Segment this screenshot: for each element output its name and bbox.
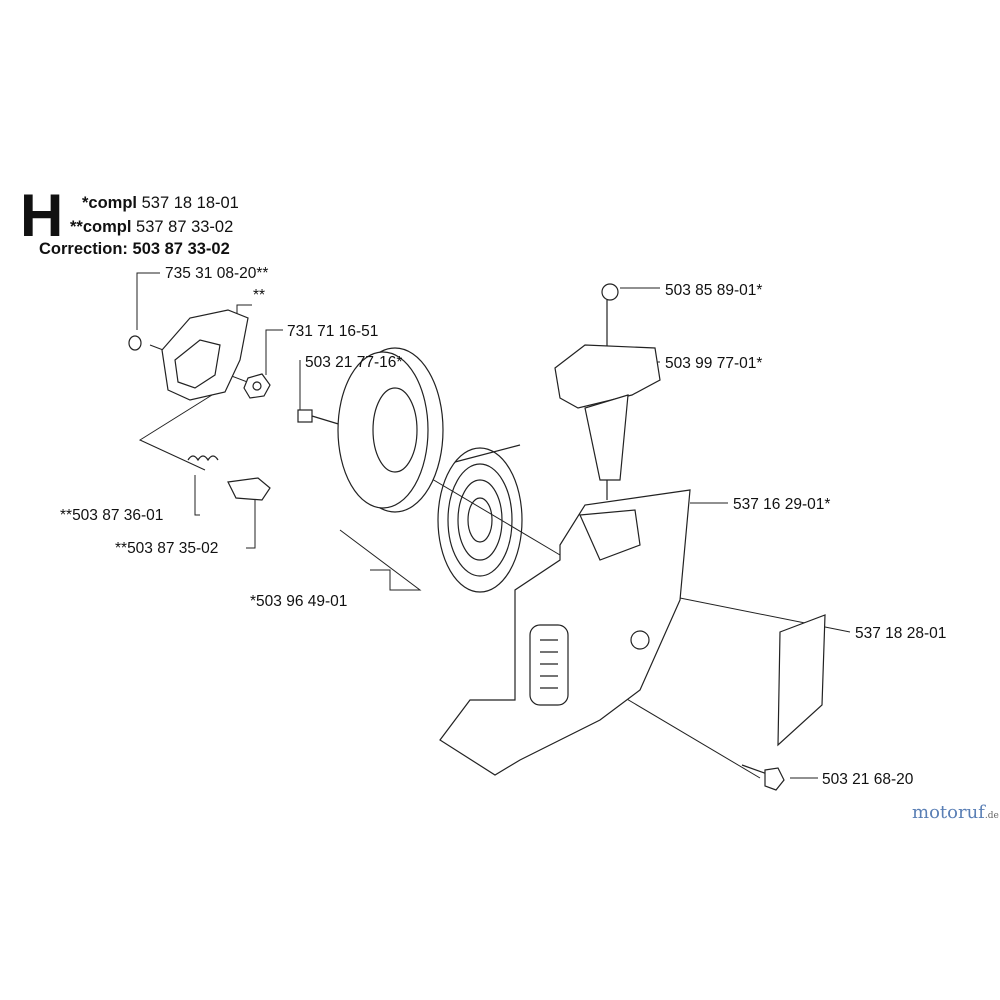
decal-part: [777, 614, 826, 747]
compl-prefix: **compl: [70, 218, 132, 236]
pulley-cover-part: [128, 309, 249, 401]
part-label: 735 31 08-20**: [165, 265, 269, 282]
part-label: 537 18 28-01: [855, 625, 947, 642]
correction-label: Correction:: [39, 240, 128, 258]
part-label: *503 96 49-01: [250, 593, 348, 610]
watermark-suffix: .de: [984, 811, 999, 821]
pulley-part: [337, 347, 444, 513]
recoil-spring-part: [437, 444, 523, 593]
correction-line: Correction: 503 87 33-02: [39, 241, 230, 258]
starter-handle-part: [554, 344, 661, 481]
watermark-text: motoruf: [912, 802, 985, 823]
part-label: **: [253, 287, 266, 304]
watermark-logo: motoruf.de: [912, 802, 999, 823]
pawl-part: [227, 477, 271, 501]
starter-housing-part: [439, 489, 691, 776]
nut-part: [243, 373, 271, 399]
part-label: 731 71 16-51: [287, 323, 379, 340]
part-label: 503 21 77-16*: [305, 354, 403, 371]
part-label: 503 21 68-20: [822, 771, 914, 788]
compl-number: 537 87 33-02: [136, 218, 234, 236]
part-label: 503 99 77-01*: [665, 355, 763, 372]
compl-number: 537 18 18-01: [141, 194, 239, 212]
screw-part: [741, 764, 785, 791]
part-label: **503 87 35-02: [115, 540, 219, 557]
part-label: 537 16 29-01*: [733, 496, 831, 513]
part-label: **503 87 36-01: [60, 507, 164, 524]
part-label: 503 85 89-01*: [665, 282, 763, 299]
correction-number: 503 87 33-02: [132, 240, 230, 258]
compl-line-1: *compl 537 18 18-01: [82, 195, 239, 212]
compl-prefix: *compl: [82, 194, 138, 212]
compl-line-2: **compl 537 87 33-02: [70, 219, 233, 236]
section-letter: H: [20, 182, 64, 249]
spring-part: [187, 455, 219, 462]
